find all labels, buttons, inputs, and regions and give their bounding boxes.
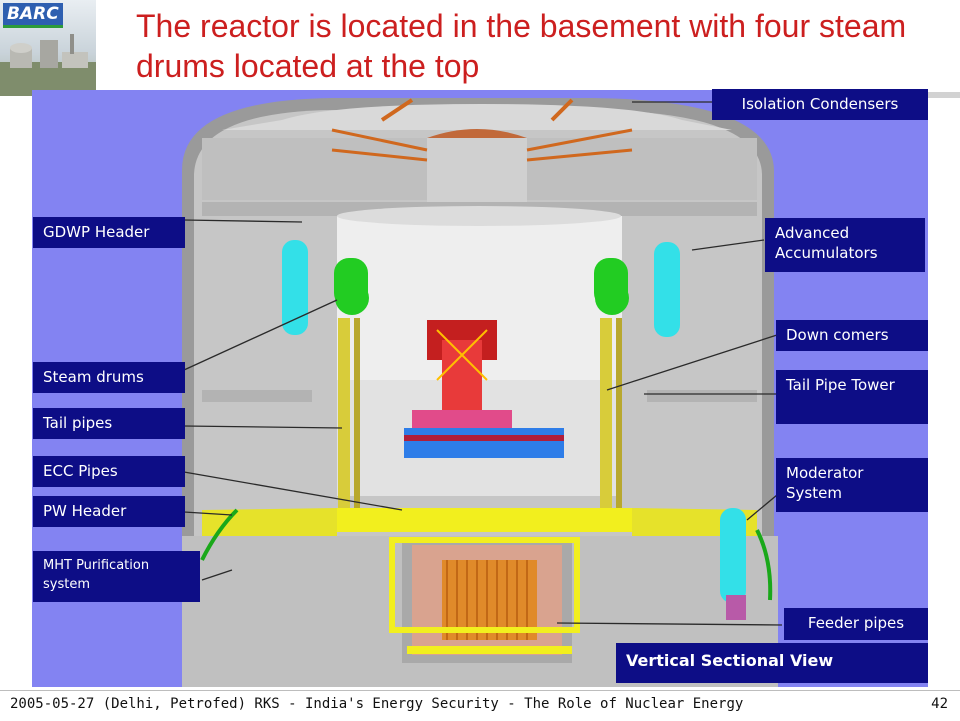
label-feeder-pipes: Feeder pipes	[784, 608, 928, 640]
label-gdwp-header: GDWP Header	[33, 217, 185, 248]
label-moderator-system: Moderator System	[776, 458, 928, 512]
barc-logo: BARC	[0, 0, 96, 96]
logo-plant-image	[0, 34, 96, 96]
view-caption: Vertical Sectional View	[616, 643, 928, 683]
page-title: The reactor is located in the basement w…	[136, 8, 907, 84]
label-mht-purification-system: MHT Purification system	[33, 551, 200, 602]
label-ecc-pipes: ECC Pipes	[33, 456, 185, 487]
label-steam-drums: Steam drums	[33, 362, 185, 393]
logo-text: BARC	[3, 3, 63, 28]
page-number: 42	[931, 696, 948, 712]
label-tail-pipes: Tail pipes	[33, 408, 185, 439]
label-tail-pipe-tower: Tail Pipe Tower	[776, 370, 928, 424]
label-advanced-accumulators: Advanced Accumulators	[765, 218, 925, 272]
slide-footer: 2005-05-27 (Delhi, Petrofed) RKS - India…	[0, 690, 960, 721]
label-down-comers: Down comers	[776, 320, 928, 351]
footer-citation: 2005-05-27 (Delhi, Petrofed) RKS - India…	[10, 696, 744, 712]
label-isolation-condensers: Isolation Condensers	[712, 89, 928, 120]
reactor-building-illustration	[182, 98, 783, 687]
label-pw-header: PW Header	[33, 496, 185, 527]
